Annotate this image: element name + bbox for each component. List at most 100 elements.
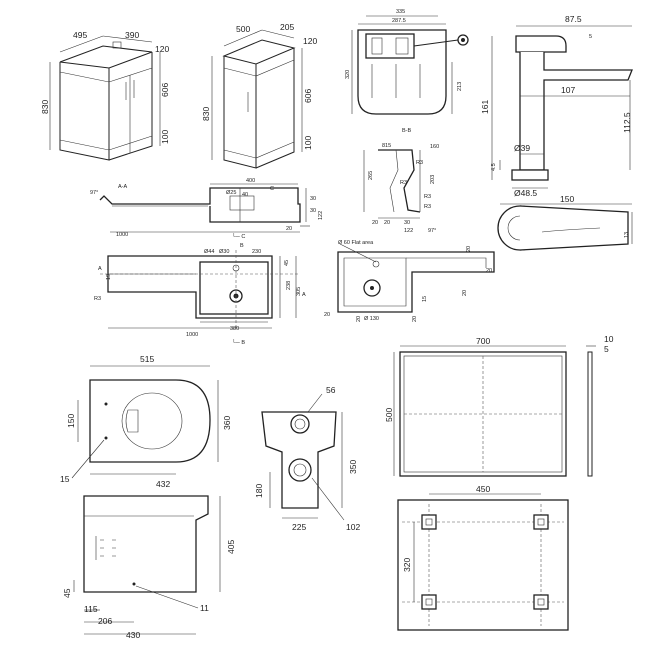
basin-plan-a-right: A xyxy=(302,292,306,298)
section-aa-w40: 40 xyxy=(242,192,248,198)
section-aa-length: 1000 xyxy=(116,232,128,238)
section-b-b: B-B 815 160 265 203 R3 R3 R3 R3 20 20 30… xyxy=(363,128,439,234)
worktop-d20b: 20 xyxy=(486,268,492,274)
section-bb-d1: 815 xyxy=(382,143,391,149)
section-bb-d4: 203 xyxy=(430,175,436,184)
basin-plan-hole1: Ø44 xyxy=(204,249,214,255)
tap-reach: 87.5 xyxy=(565,14,582,24)
tap-side-view: 87.5 5 107 161 112.5 Ø39 4.5 Ø48.5 xyxy=(480,14,633,198)
worktop-flat-area: Ø 60 Flat area xyxy=(338,240,374,246)
tap-handle-length: 150 xyxy=(560,194,574,204)
toilet-side-view: 405 45 115 206 430 11 xyxy=(62,495,236,640)
tap-spout: 107 xyxy=(561,85,575,95)
mirror-width: 700 xyxy=(476,336,490,346)
toilet-side-fix-height: 45 xyxy=(62,588,72,598)
toilet-plan: 515 360 432 150 15 xyxy=(60,354,232,489)
worktop-cut-plan: Ø 60 Flat area 20 20 20 15 20 Ø 130 20 2… xyxy=(324,240,495,322)
worktop-d20f: 20 xyxy=(412,316,418,322)
toilet-plan-depth: 360 xyxy=(222,416,232,430)
tap-offset: 4.5 xyxy=(491,163,497,171)
mirror-thickness-2: 5 xyxy=(604,344,609,354)
vanity-front-width: 495 xyxy=(73,30,87,40)
section-aa-d30b: 30 xyxy=(310,208,316,214)
section-aa-title: A-A xyxy=(118,184,128,190)
basin-plan-d305: 305 xyxy=(296,287,302,296)
section-bb-r3: R3 xyxy=(424,194,431,200)
vanity-front-top: 120 xyxy=(155,44,169,54)
section-bb-b3: 30 xyxy=(404,220,410,226)
basin-plan-total: 1000 xyxy=(186,332,198,338)
section-aa-d20: 20 xyxy=(286,226,292,232)
mirror-height: 500 xyxy=(384,408,394,422)
vanity-unit-side-view: 500 205 830 120 606 100 xyxy=(201,22,317,169)
section-aa-top-width: 400 xyxy=(246,178,255,184)
vanity-side-plinth: 100 xyxy=(303,136,313,150)
worktop-d130: Ø 130 xyxy=(364,316,379,322)
toilet-back-outlet: 56 xyxy=(326,385,336,395)
vanity-front-height: 830 xyxy=(40,100,50,114)
toilet-side-depth: 430 xyxy=(126,630,140,640)
basin-plan-bowl-width: 380 xyxy=(230,326,239,332)
toilet-plan-pan: 432 xyxy=(156,479,170,489)
mirror-back-view: 450 320 xyxy=(397,484,569,631)
basin-plan-a-left: A xyxy=(98,266,102,272)
vanity-side-depth: 205 xyxy=(280,22,294,32)
small-basin-width: 335 xyxy=(396,9,405,15)
basin-plan-w230: 230 xyxy=(252,249,261,255)
small-basin-inner: 287.5 xyxy=(392,18,406,24)
basin-plan-d238: 238 xyxy=(286,281,292,290)
vanity-side-door: 606 xyxy=(303,89,313,103)
tap-base-dia: Ø39 xyxy=(514,143,530,153)
basin-top-plan: Ø44 Ø30 230 B 45 19 238 305 R3 A A 380 1… xyxy=(94,243,306,346)
toilet-back-width: 225 xyxy=(292,522,306,532)
basin-plan-b-mark: B xyxy=(240,243,244,249)
tap-inner-height: 112.5 xyxy=(622,112,632,133)
vanity-front-depth: 390 xyxy=(125,30,139,40)
section-bb-b4: 122 xyxy=(404,228,413,234)
toilet-plan-width: 515 xyxy=(140,354,154,364)
toilet-back-view: 56 350 180 225 102 xyxy=(254,385,360,532)
section-bb-d2: 160 xyxy=(430,144,439,150)
mirror-front-view: 700 500 10 5 xyxy=(384,334,614,477)
tap-plan-view: 150 13 xyxy=(497,194,633,251)
worktop-d20c: 20 xyxy=(462,290,468,296)
tap-handle-width: 13 xyxy=(624,232,630,238)
basin-plan-d45: 45 xyxy=(284,260,290,266)
vanity-side-height: 830 xyxy=(201,107,211,121)
toilet-plan-fix: 15 xyxy=(60,474,70,484)
basin-plan-r3: R3 xyxy=(94,296,101,302)
worktop-d15: 15 xyxy=(422,296,428,302)
tap-plate-dia: Ø48.5 xyxy=(514,188,537,198)
section-bb-b1: 20 xyxy=(372,220,378,226)
toilet-back-height: 350 xyxy=(348,460,358,474)
section-bb-r2: R3 xyxy=(400,180,407,186)
section-aa-c-mark: C xyxy=(270,186,274,192)
vanity-front-door: 606 xyxy=(160,83,170,97)
basin-plan-d19: 19 xyxy=(106,274,112,280)
small-basin-drop: 213 xyxy=(457,82,463,91)
section-bb-r1: R3 xyxy=(416,160,423,166)
section-bb-b2: 20 xyxy=(384,220,390,226)
vanity-unit-front-view: 495 390 830 120 606 100 xyxy=(40,30,170,161)
toilet-side-height: 405 xyxy=(226,540,236,554)
worktop-d20d: 20 xyxy=(324,312,330,318)
toilet-side-setback: 206 xyxy=(98,616,112,626)
vanity-side-top: 120 xyxy=(303,36,317,46)
toilet-back-pipe: 102 xyxy=(346,522,360,532)
section-bb-angle: 97° xyxy=(428,228,436,234)
mirror-back-hole-width: 450 xyxy=(476,484,490,494)
section-bb-d3: 265 xyxy=(368,171,374,180)
section-aa-d30: 30 xyxy=(310,196,316,202)
mirror-thickness-1: 10 xyxy=(604,334,614,344)
mirror-back-hole-height: 320 xyxy=(402,558,412,572)
section-bb-r4: R3 xyxy=(424,204,431,210)
section-aa-angle: 97° xyxy=(90,190,98,196)
toilet-side-foot: 115 xyxy=(84,604,98,614)
section-aa-hole: Ø25 xyxy=(226,190,236,196)
vanity-side-width: 500 xyxy=(236,24,250,34)
worktop-d20a: 20 xyxy=(466,246,472,252)
section-aa-sec-c: └─ C xyxy=(232,233,245,240)
tap-top: 5 xyxy=(589,34,592,40)
basin-plan-sec-b: └─ B xyxy=(232,339,245,346)
